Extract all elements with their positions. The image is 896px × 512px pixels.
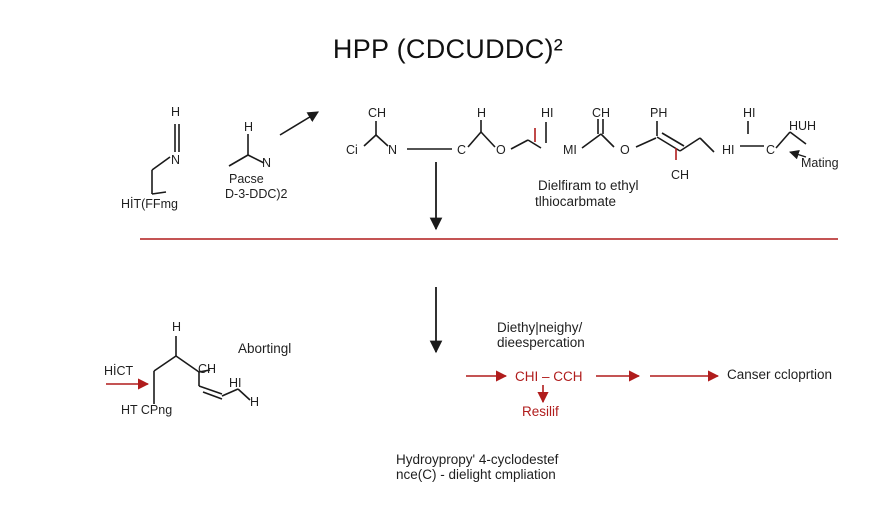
chain-bonds (467, 119, 807, 153)
chain-hi-right-label: HI (743, 106, 756, 120)
molecule-3-bonds (363, 121, 389, 147)
chain-hi-label: HI (541, 106, 554, 120)
diagram-title: HPP (CDCUDDC)² (332, 34, 564, 64)
mol2-n-label: N (262, 156, 272, 170)
mol2-caption-line1: Pacse (229, 172, 264, 186)
aborting-label: Abortingl (238, 341, 292, 356)
chain-ch-lower-label: CH (671, 168, 690, 182)
bc-label-line2: dieespercation (497, 335, 585, 350)
mol1-bottom-label: HİT(FFmg (121, 197, 178, 211)
mating-arrow (789, 149, 807, 160)
arrow-diagonal (279, 111, 319, 136)
mol3-ci-label: Ci (346, 143, 358, 157)
bl-hi-label: HI (229, 376, 242, 390)
chain-huh-label: HUH (789, 119, 817, 133)
chain-o1-label: O (496, 143, 506, 157)
chain-o3-label: O (620, 143, 630, 157)
mol1-n-label: N (171, 153, 181, 167)
bottom-left-molecule-bonds (153, 336, 251, 404)
molecule-2-bonds (228, 134, 265, 167)
mol2-h-label: H (244, 120, 254, 134)
chain-hi-left-label: HI (722, 143, 735, 157)
chain-red-marks (534, 128, 677, 160)
chain-c1-label: C (457, 143, 467, 157)
bl-h-right-label: H (250, 395, 260, 409)
chain-ch-label: CH (592, 106, 611, 120)
chain-mi-label: MI (563, 143, 577, 157)
footer-line2: nce(C) - dielight cmpliation (396, 467, 556, 482)
caption-line1: Dielfiram to ethyl (538, 178, 639, 193)
mol3-ch-label: CH (368, 106, 387, 120)
chain-h1-label: H (477, 106, 487, 120)
canser-label: Canser ccloprtion (727, 367, 833, 382)
chain-ph-label: PH (650, 106, 668, 120)
bl-htcpng-label: HT CPng (121, 403, 173, 417)
bl-ch-label: CH (198, 362, 217, 376)
mol2-caption-line2: D-3-DDC)2 (225, 187, 288, 201)
footer-line1: Hydroypropy' 4-cyclodestef (396, 452, 559, 467)
caption-line2: tlhiocarbmate (535, 194, 617, 209)
chain-c2-label: C (766, 143, 776, 157)
mol1-h-label: H (171, 105, 181, 119)
mol3-n-label: N (388, 143, 398, 157)
bl-hict-label: HİCT (104, 364, 134, 378)
molecule-1-bonds (151, 124, 180, 195)
bc-label-line1: Diethy|neighy/ (497, 320, 583, 335)
chain-mating-label: Mating (801, 156, 839, 170)
resilif-label: Resilif (522, 404, 559, 419)
ch-cch-label: CHI – CCH (515, 369, 583, 384)
bl-h-top-label: H (172, 320, 182, 334)
